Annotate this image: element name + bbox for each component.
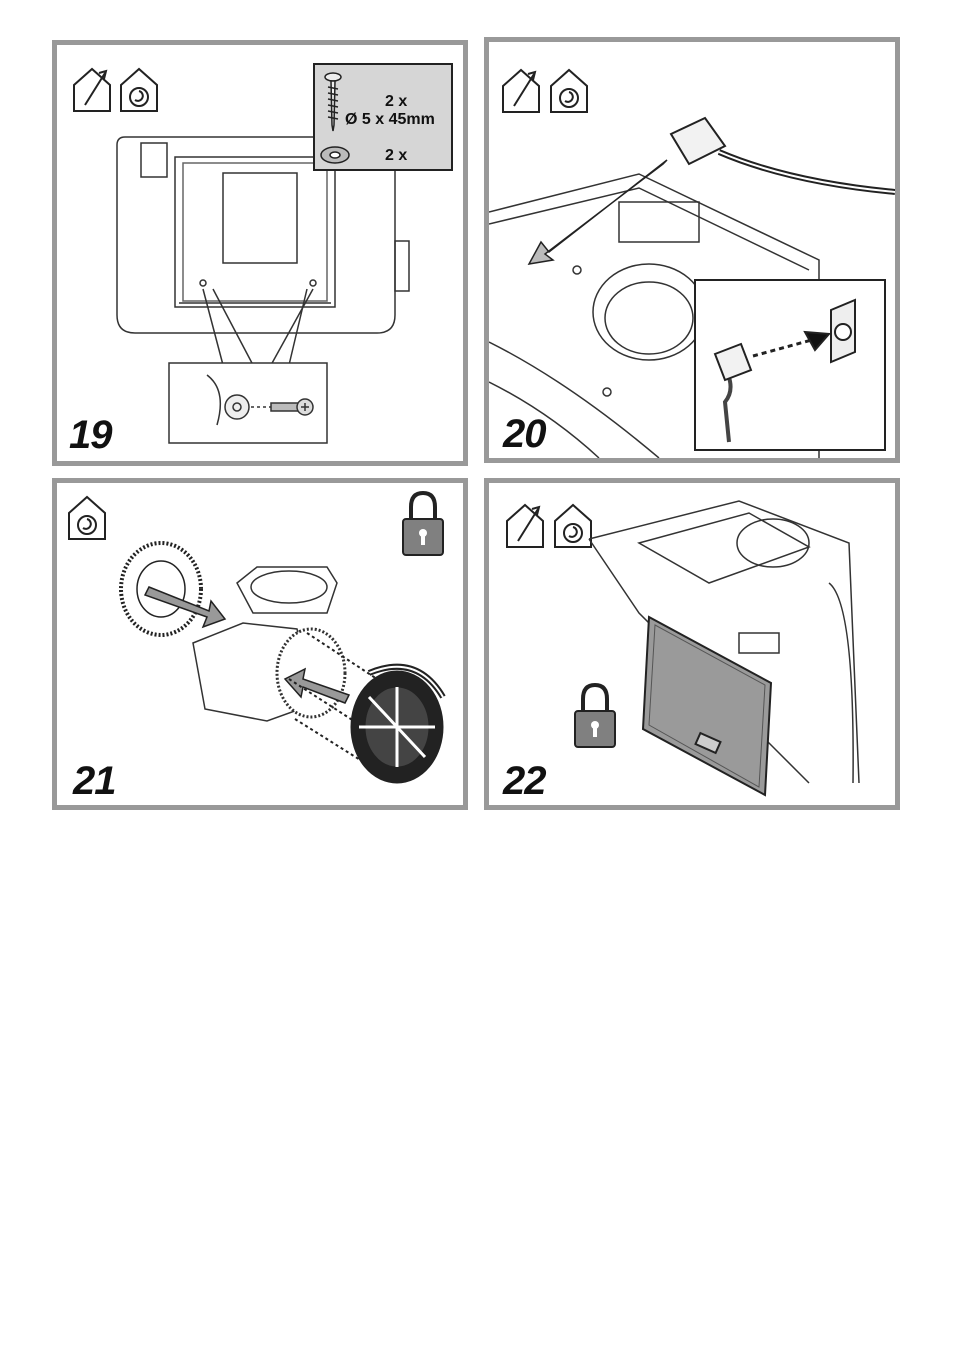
step-20-illustration	[489, 42, 895, 458]
hood-body-drawing	[117, 137, 409, 365]
arrow-icon	[529, 160, 667, 264]
carbon-filter-right	[351, 667, 443, 783]
step-number: 22	[503, 761, 546, 801]
step-22-panel: 22	[484, 478, 900, 810]
house-exhaust-icon	[503, 70, 539, 112]
step-19-panel: 2 x Ø 5 x 45mm 2 x 19	[52, 40, 468, 466]
house-recirculation-icon	[551, 70, 587, 112]
screw-quantity: 2 x	[385, 93, 407, 111]
socket-detail	[695, 280, 885, 450]
washer-quantity: 2 x	[385, 147, 407, 165]
grease-filter	[643, 617, 771, 795]
house-recirculation-icon	[121, 69, 157, 111]
wall-mount-detail	[169, 363, 327, 443]
appliance-connector	[671, 118, 895, 192]
carbon-filter-left	[121, 543, 201, 635]
house-recirculation-icon	[69, 497, 105, 539]
hardware-spec-box: 2 x Ø 5 x 45mm 2 x	[313, 63, 453, 171]
washer-icon	[321, 147, 349, 163]
padlock-icon	[403, 493, 443, 555]
step-number: 19	[69, 415, 112, 455]
screw-size: Ø 5 x 45mm	[345, 111, 435, 129]
house-exhaust-icon	[74, 69, 110, 111]
step-20-panel: 20	[484, 37, 900, 463]
step-number: 20	[503, 414, 546, 454]
padlock-icon	[575, 685, 615, 747]
house-exhaust-icon	[507, 505, 543, 547]
step-number: 21	[73, 761, 116, 801]
screw-icon	[325, 73, 341, 131]
step-21-panel: 21	[52, 478, 468, 810]
step-21-illustration	[57, 483, 463, 805]
step-22-illustration	[489, 483, 895, 805]
house-recirculation-icon	[555, 505, 591, 547]
